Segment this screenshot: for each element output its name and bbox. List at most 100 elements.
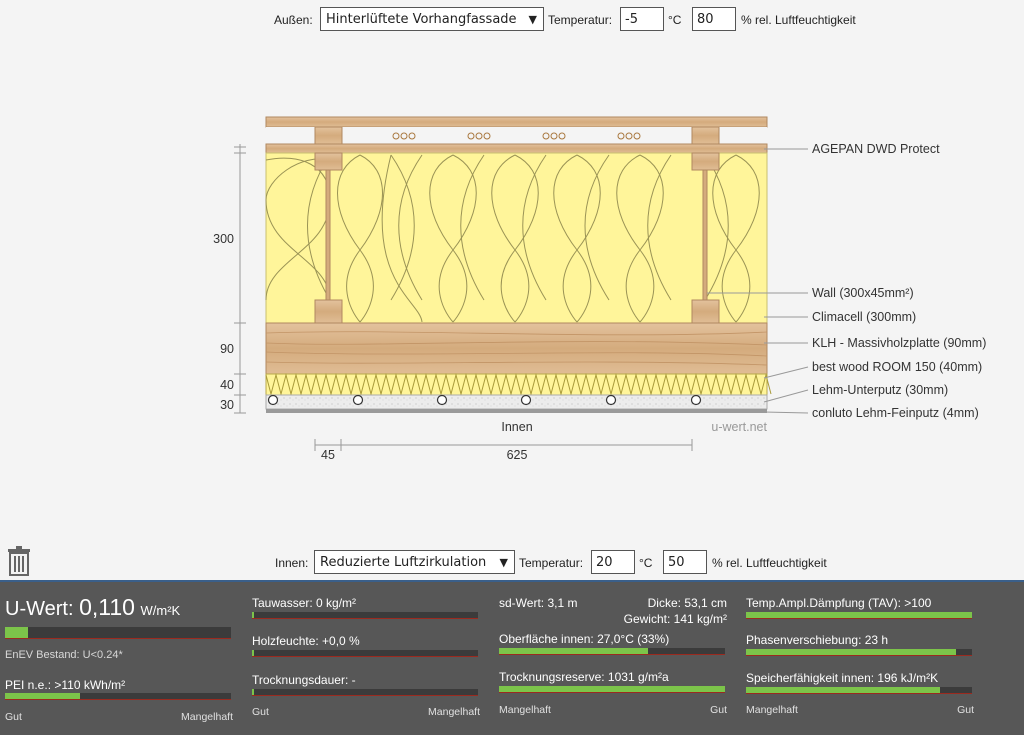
- outside-controls: Außen: Hinterlüftete Vorhangfassade ▼ Te…: [0, 7, 1024, 33]
- chevron-down-icon: ▼: [528, 13, 537, 26]
- layer-label-lehm-unterputz: Lehm-Unterputz (30mm): [812, 383, 948, 397]
- scale-mangelhaft: Mangelhaft: [181, 711, 233, 723]
- woodfibre-pattern: [265, 373, 772, 396]
- scale-mangelhaft: Mangelhaft: [428, 706, 480, 718]
- gewicht-value: Gewicht: 141 kg/m²: [623, 612, 727, 626]
- scale-gut: Gut: [252, 706, 269, 718]
- wall-section-diagram: 300 90 40 30 Innen u-wert.net 45 625 AGE…: [213, 116, 986, 462]
- dim-40: 40: [220, 378, 234, 392]
- outside-humidity-input[interactable]: 80: [692, 7, 736, 31]
- results-panel: U-Wert: 0,110 W/m²K EnEV Bestand: U<0.24…: [0, 580, 1024, 735]
- inside-label: Innen:: [275, 556, 309, 570]
- bar-fill: [5, 693, 80, 699]
- inside-temp-label: Temperatur:: [519, 556, 584, 570]
- dim-90: 90: [220, 342, 234, 356]
- results-col-1: U-Wert: 0,110 W/m²K EnEV Bestand: U<0.24…: [5, 582, 233, 735]
- tauwasser-bar: [252, 612, 478, 619]
- tauwasser-label: Tauwasser: 0 kg/m²: [252, 596, 357, 610]
- inside-temp-unit: °C: [639, 556, 653, 570]
- leader-lines: [707, 148, 809, 414]
- insulation-pattern: [265, 154, 760, 323]
- results-col-2: Tauwasser: 0 kg/m² Holzfeuchte: +0,0 % T…: [252, 582, 480, 735]
- bar-fill: [499, 648, 648, 654]
- oberflaeche-bar: [499, 648, 725, 655]
- dicke-value: Dicke: 53,1 cm: [647, 596, 727, 610]
- scale-gut: Gut: [957, 704, 974, 716]
- dim-30: 30: [220, 398, 234, 412]
- thickness-dimension: [234, 144, 246, 414]
- bar-fill: [499, 686, 725, 692]
- outside-temp-input[interactable]: -5: [620, 7, 664, 31]
- batten-right: [691, 126, 720, 145]
- outside-humidity-label: % rel. Luftfeuchtigkeit: [741, 13, 856, 27]
- inside-humidity-label: % rel. Luftfeuchtigkeit: [712, 556, 827, 570]
- bar-fill: [252, 689, 254, 695]
- lath-top: [265, 116, 768, 128]
- outside-temp-label: Temperatur:: [548, 13, 613, 27]
- air-gap: [266, 127, 767, 144]
- phase-bar: [746, 649, 972, 656]
- layer-label-wall: Wall (300x45mm²): [812, 286, 914, 300]
- outside-label: Außen:: [274, 13, 313, 27]
- stud-web-left: [325, 169, 331, 301]
- watermark: u-wert.net: [711, 420, 767, 434]
- tav-label: Temp.Ampl.Dämpfung (TAV): >100: [746, 596, 932, 610]
- trash-icon[interactable]: [8, 546, 30, 576]
- results-col-4: Temp.Ampl.Dämpfung (TAV): >100 Phasenver…: [746, 582, 974, 735]
- bar-fill: [5, 627, 28, 638]
- trocknungsreserve-bar: [499, 686, 725, 693]
- agepan-board: [265, 143, 768, 154]
- stud-web-right: [702, 169, 708, 301]
- outside-type-value: Hinterlüftete Vorhangfassade: [326, 12, 517, 27]
- scale-mangelhaft: Mangelhaft: [499, 704, 551, 716]
- dim-625: 625: [507, 448, 528, 462]
- batten-left: [314, 126, 343, 145]
- dim-300: 300: [213, 232, 234, 246]
- bar-fill: [746, 649, 956, 655]
- scale-gut: Gut: [710, 704, 727, 716]
- inside-side-label: Innen: [501, 420, 532, 434]
- wood-grain: [265, 331, 768, 366]
- layer-label-bestwood: best wood ROOM 150 (40mm): [812, 360, 982, 374]
- inside-controls: Innen: Reduzierte Luftzirkulation ▼ Temp…: [0, 550, 1024, 576]
- layer-label-climacell: Climacell (300mm): [812, 310, 916, 324]
- outside-temp-unit: °C: [668, 13, 682, 27]
- enev-note: EnEV Bestand: U<0.24*: [5, 649, 123, 661]
- bar-fill: [746, 612, 972, 618]
- klh-layer: [265, 322, 768, 375]
- bar-fill: [252, 650, 254, 656]
- sd-value: sd-Wert: 3,1 m: [499, 596, 578, 610]
- outside-type-select[interactable]: Hinterlüftete Vorhangfassade ▼: [320, 7, 544, 31]
- layer-label-klh: KLH - Massivholzplatte (90mm): [812, 336, 986, 350]
- trocknungsdauer-bar: [252, 689, 478, 696]
- speicher-bar: [746, 687, 972, 694]
- pei-label: PEI n.e.: >110 kWh/m²: [5, 678, 126, 692]
- inside-temp-input[interactable]: 20: [591, 550, 635, 574]
- inside-type-value: Reduzierte Luftzirkulation: [320, 555, 487, 570]
- pei-bar: [5, 693, 231, 700]
- layer-label-lehm-feinputz: conluto Lehm-Feinputz (4mm): [812, 406, 979, 420]
- bar-fill: [252, 612, 254, 618]
- uwert-display: U-Wert: 0,110 W/m²K: [5, 594, 180, 621]
- uwert-bar: [5, 627, 231, 639]
- trocknungsdauer-label: Trocknungsdauer: -: [252, 673, 356, 687]
- width-dimension: [314, 439, 693, 451]
- tav-bar: [746, 612, 972, 619]
- trocknungsreserve-label: Trocknungsreserve: 1031 g/m²a: [499, 670, 669, 684]
- holzfeuchte-bar: [252, 650, 478, 657]
- uwert-unit: W/m²K: [140, 603, 181, 618]
- heating-pipes: [267, 394, 702, 406]
- inside-type-select[interactable]: Reduzierte Luftzirkulation ▼: [314, 550, 515, 574]
- stud-top-right: [691, 152, 720, 171]
- stud-bottom-right: [691, 299, 720, 324]
- oberflaeche-label: Oberfläche innen: 27,0°C (33%): [499, 632, 670, 646]
- inside-humidity-input[interactable]: 50: [663, 550, 707, 574]
- phase-label: Phasenverschiebung: 23 h: [746, 633, 889, 647]
- chevron-down-icon: ▼: [499, 556, 508, 569]
- holzfeuchte-label: Holzfeuchte: +0,0 %: [252, 634, 360, 648]
- scale-gut: Gut: [5, 711, 22, 723]
- stud-top-left: [314, 152, 343, 171]
- insulation-layer: [265, 152, 768, 324]
- fine-plaster-layer: [266, 409, 767, 413]
- stud-bottom-left: [314, 299, 343, 324]
